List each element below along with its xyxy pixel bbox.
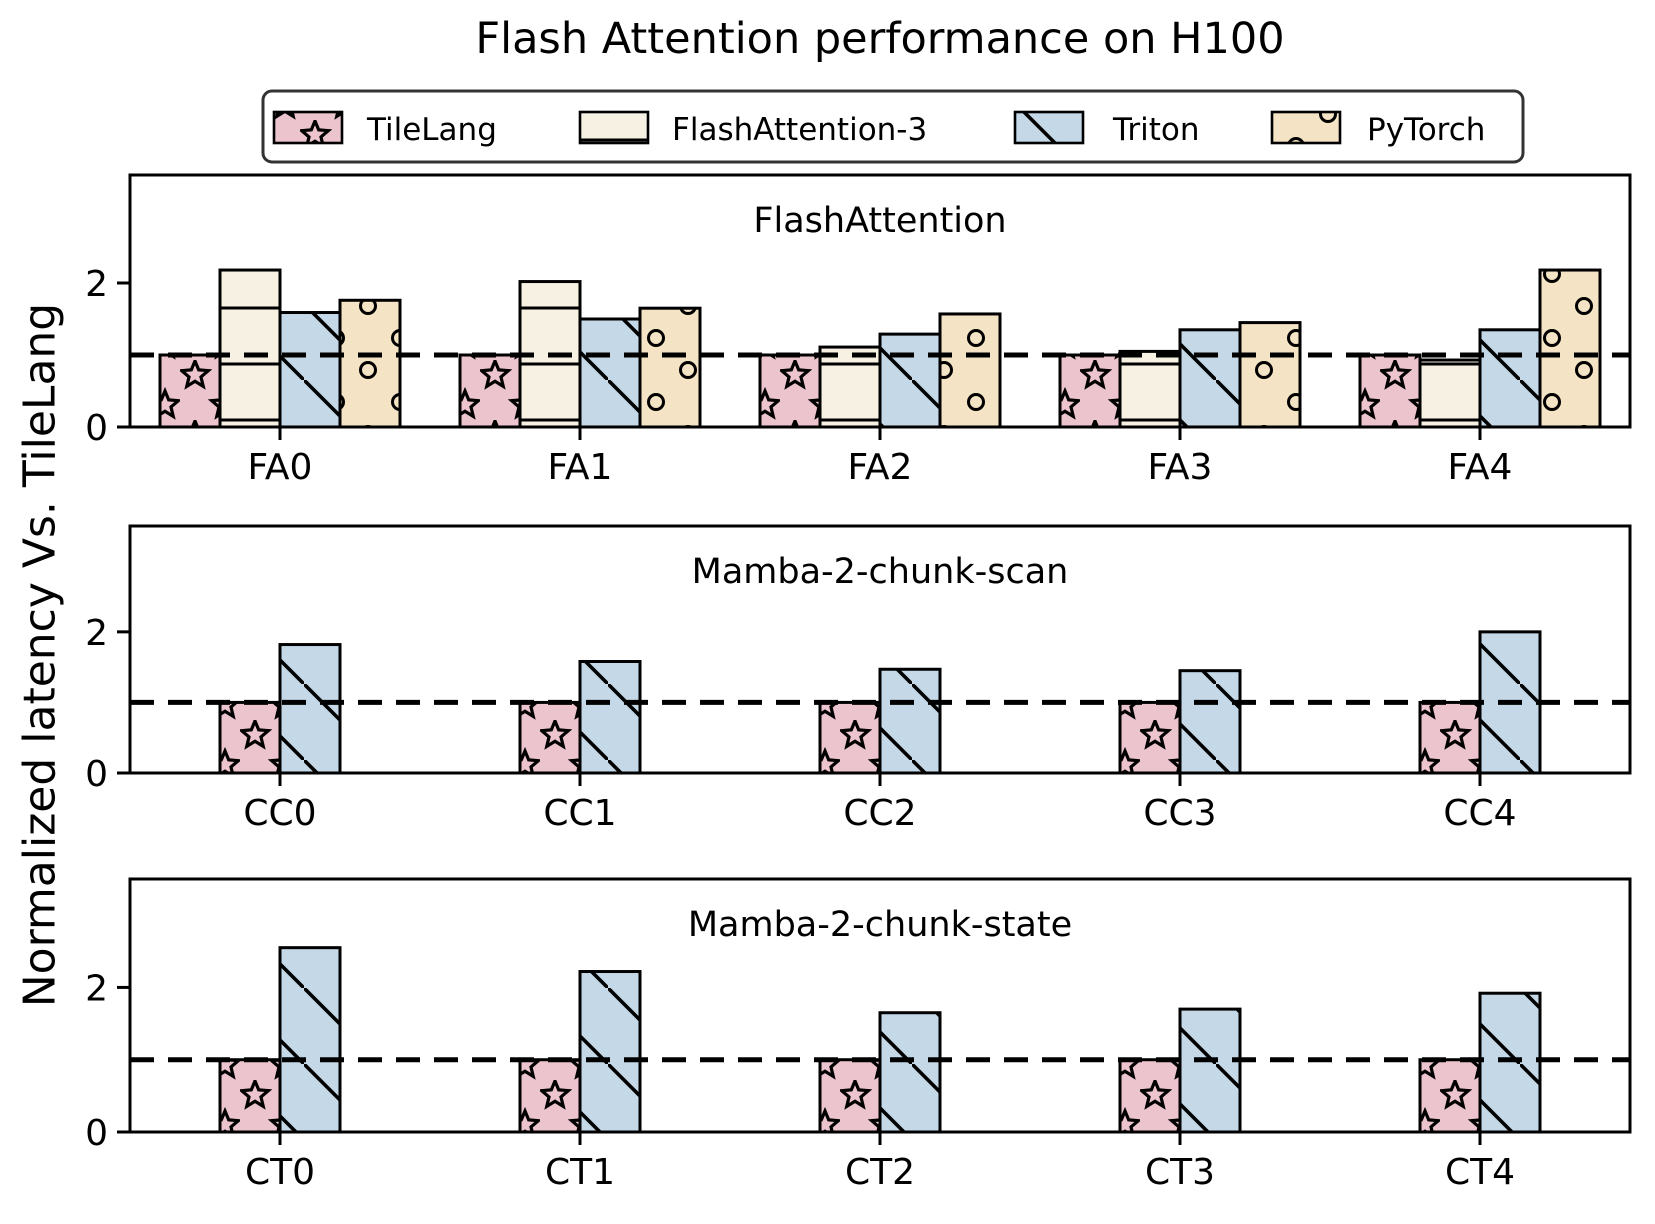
- x-tick-label-CC0: CC0: [243, 793, 316, 834]
- y-tick-label-0: 0: [85, 754, 108, 795]
- x-tick-label-CC3: CC3: [1143, 793, 1216, 834]
- x-tick-label-CT2: CT2: [845, 1152, 915, 1193]
- bar-CT1-Triton: [578, 970, 642, 1134]
- x-tick-label-FA3: FA3: [1148, 447, 1213, 488]
- x-tick-label-FA4: FA4: [1448, 447, 1513, 488]
- legend-swatch-star-icon: [272, 110, 344, 145]
- bar-FA4-FlashAttention-3: [1418, 358, 1482, 429]
- y-tick-label-2: 2: [85, 613, 108, 654]
- bar-CT4-Triton: [1478, 991, 1542, 1134]
- bar-CC0-Triton: [278, 643, 342, 775]
- bar-CT2-Triton: [878, 1011, 942, 1134]
- bar-FA2-Triton: [878, 332, 942, 429]
- legend-label: Triton: [1112, 112, 1200, 148]
- bar-FA0-TileLang: [158, 353, 222, 429]
- bar-FA3-Triton: [1178, 328, 1242, 429]
- bar-CC1-Triton: [578, 659, 642, 775]
- bar-CT3-TileLang: [1118, 1058, 1182, 1134]
- bar-FA3-FlashAttention-3: [1118, 349, 1182, 429]
- legend-label: PyTorch: [1367, 112, 1485, 148]
- bar-CC1-TileLang: [518, 700, 582, 775]
- bar-FA1-TileLang: [458, 353, 522, 429]
- legend-item-flashattention-3: FlashAttention-3: [578, 110, 927, 148]
- bar-CC0-TileLang: [218, 700, 282, 775]
- legend-swatch-hline-icon: [578, 110, 650, 145]
- bar-FA2-TileLang: [758, 353, 822, 429]
- bar-FA0-PyTorch: [338, 298, 402, 429]
- bar-CC3-TileLang: [1118, 700, 1182, 775]
- bar-CC4-TileLang: [1418, 700, 1482, 775]
- x-tick-label-CC4: CC4: [1443, 793, 1516, 834]
- y-tick-label-2: 2: [85, 968, 108, 1009]
- bar-CT2-TileLang: [818, 1058, 882, 1134]
- legend-item-tilelang: TileLang: [272, 110, 497, 148]
- legend-box: [261, 89, 1525, 164]
- bar-FA0-Triton: [278, 311, 342, 429]
- legend-label: TileLang: [366, 112, 497, 148]
- bar-CT4-TileLang: [1418, 1058, 1482, 1134]
- bar-CT0-TileLang: [218, 1058, 282, 1134]
- panel-title-Mamba-2-chunk-state: Mamba-2-chunk-state: [688, 905, 1072, 945]
- bar-FA4-TileLang: [1358, 353, 1422, 429]
- legend: TileLang FlashAttention-3 Triton PyTorch: [261, 89, 1525, 164]
- x-tick-label-FA0: FA0: [248, 447, 313, 488]
- chart-title: Flash Attention performance on H100: [475, 14, 1285, 64]
- bar-FA4-Triton: [1478, 328, 1542, 429]
- x-tick-label-CT0: CT0: [245, 1152, 315, 1193]
- x-tick-label-FA1: FA1: [548, 447, 613, 488]
- panel-title-Mamba-2-chunk-scan: Mamba-2-chunk-scan: [692, 552, 1069, 592]
- x-tick-label-CT1: CT1: [545, 1152, 615, 1193]
- bar-FA3-PyTorch: [1238, 321, 1302, 429]
- bar-FA1-Triton: [578, 317, 642, 429]
- bar-FA4-PyTorch: [1538, 268, 1602, 429]
- legend-item-pytorch: PyTorch: [1270, 110, 1485, 148]
- bar-CC3-Triton: [1178, 669, 1242, 775]
- y-tick-label-0: 0: [85, 408, 108, 449]
- bar-CT0-Triton: [278, 946, 342, 1134]
- bar-CC2-Triton: [878, 667, 942, 775]
- bar-FA2-FlashAttention-3: [818, 345, 882, 429]
- x-tick-label-CC2: CC2: [843, 793, 916, 834]
- legend-label: FlashAttention-3: [672, 112, 927, 148]
- legend-item-triton: Triton: [1013, 110, 1200, 148]
- bar-FA3-TileLang: [1058, 353, 1122, 429]
- x-tick-label-FA2: FA2: [848, 447, 913, 488]
- x-tick-label-CT3: CT3: [1145, 1152, 1215, 1193]
- y-tick-label-2: 2: [85, 264, 108, 305]
- bar-FA0-FlashAttention-3: [218, 268, 282, 429]
- legend-swatch-diag-icon: [1013, 110, 1085, 145]
- y-tick-label-0: 0: [85, 1113, 108, 1154]
- bar-CC2-TileLang: [818, 700, 882, 775]
- x-tick-label-CC1: CC1: [543, 793, 616, 834]
- bar-CT1-TileLang: [518, 1058, 582, 1134]
- bar-FA1-PyTorch: [638, 306, 702, 429]
- bar-CT3-Triton: [1178, 1007, 1242, 1134]
- legend-swatch-circle-icon: [1270, 110, 1342, 145]
- x-tick-label-CT4: CT4: [1445, 1152, 1515, 1193]
- bar-FA2-PyTorch: [938, 312, 1002, 429]
- panel-title-FlashAttention: FlashAttention: [753, 201, 1006, 241]
